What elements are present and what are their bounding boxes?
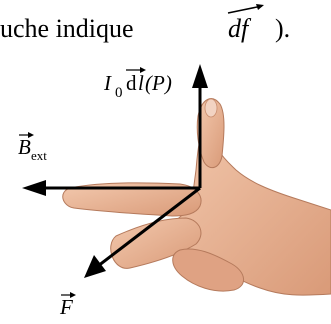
force-arrow-shaft (97, 186, 201, 268)
svg-text:F: F (59, 295, 73, 319)
current-arrow-head (192, 64, 208, 88)
field-arrow-head (22, 180, 46, 196)
svg-text:0: 0 (115, 85, 123, 101)
force-vector-arrow-icon (61, 292, 76, 298)
caption-line: uche indique df ). (0, 4, 331, 50)
svg-text:d: d (126, 71, 137, 95)
current-vector-arrow-icon (126, 67, 146, 73)
vector-arrow-icon (227, 4, 264, 14)
svg-text:(P): (P) (145, 71, 172, 95)
caption-closing: ). (275, 14, 291, 43)
force-arrow-head (84, 255, 106, 278)
svg-text:B: B (18, 135, 31, 159)
hand-middle-finger (110, 217, 202, 269)
field-vector-arrow-icon (19, 132, 34, 138)
hand-thumbnail (204, 98, 218, 118)
hand-index-finger (62, 182, 202, 217)
hand-illustration (62, 98, 331, 296)
svg-text:l: l (138, 71, 144, 95)
svg-text:ext: ext (31, 148, 47, 163)
vector-arrows (22, 64, 208, 278)
force-label: F (59, 292, 76, 319)
caption-text: uche indique (0, 14, 134, 43)
caption-vector-df: df (228, 14, 249, 43)
hand-folded-fingers (172, 248, 244, 292)
current-label: I 0 d l (P) (103, 67, 172, 101)
svg-text:I: I (103, 71, 112, 95)
field-label: B ext (18, 132, 47, 163)
hand-rule-figure: I 0 d l (P) B ext F (18, 64, 331, 319)
